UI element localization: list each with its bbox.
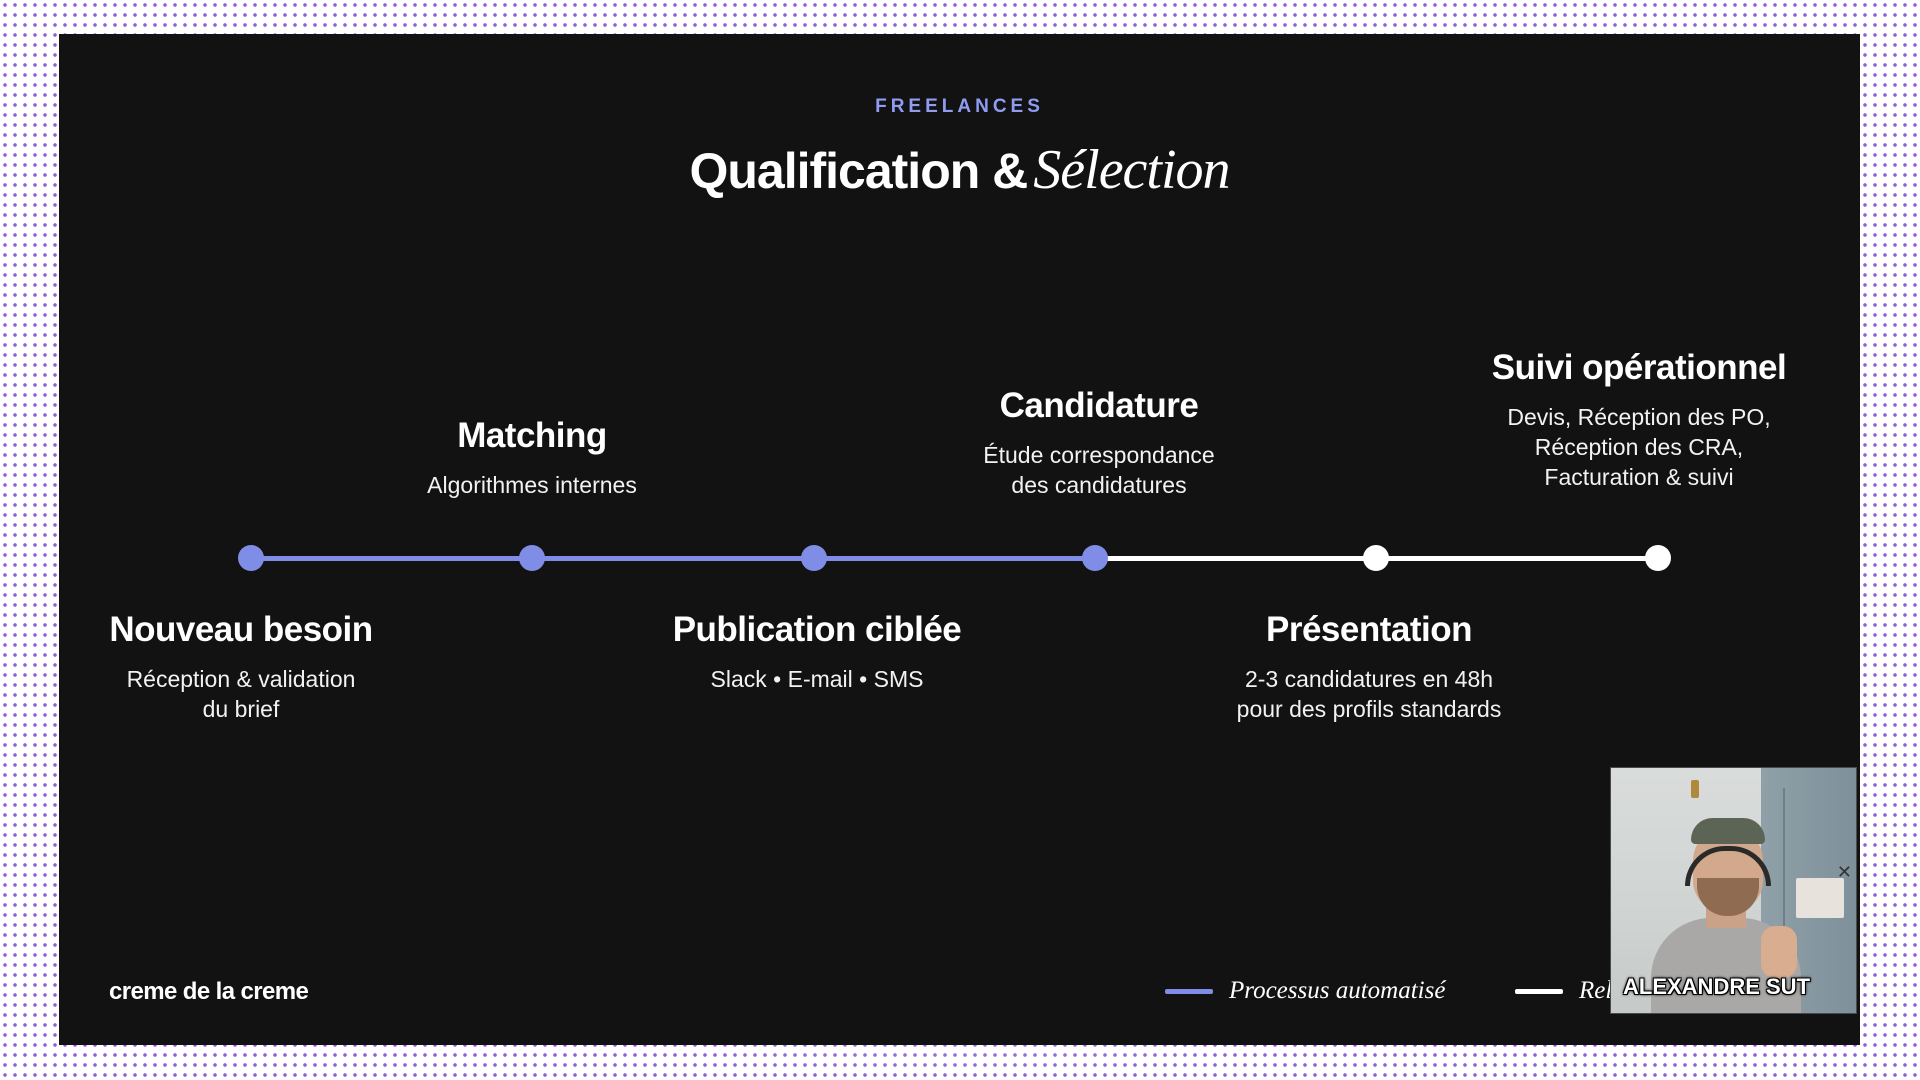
- step-description: Étude correspondance des candidatures: [983, 442, 1215, 498]
- webcam-name-label: ALEXANDRE SUT: [1623, 974, 1811, 999]
- timeline-node-2: [519, 545, 545, 571]
- brand-logo: creme de la creme: [109, 978, 309, 1005]
- legend-manual-swatch: [1515, 988, 1563, 994]
- step-description: Slack • E-mail • SMS: [710, 666, 924, 692]
- slide-eyebrow: FREELANCES: [875, 96, 1044, 117]
- presentation-slide: FREELANCES Qualification &Sélection Nouv…: [59, 34, 1860, 1045]
- legend-automated-label: Processus automatisé: [1229, 977, 1446, 1004]
- webcam-overlay[interactable]: ✕ ALEXANDRE SUT: [1610, 767, 1857, 1014]
- webcam-lamp: [1691, 780, 1699, 798]
- slide-title: Qualification &Sélection: [59, 138, 1860, 202]
- close-icon[interactable]: ✕: [1836, 862, 1852, 883]
- step-description: Algorithmes internes: [427, 472, 637, 498]
- step-matching: Matching Algorithmes internes: [382, 416, 682, 500]
- slide-title-main: Qualification &: [689, 143, 1028, 199]
- step-label: Présentation: [1266, 610, 1473, 649]
- step-label: Suivi opérationnel: [1491, 348, 1787, 387]
- step-label: Publication ciblée: [672, 610, 962, 649]
- timeline-node-4: [1082, 545, 1108, 571]
- step-description: Devis, Réception des PO, Réception des C…: [1507, 404, 1771, 490]
- step-presentation: Présentation 2-3 candidatures en 48h pou…: [1189, 610, 1549, 724]
- step-suivi-operationnel: Suivi opérationnel Devis, Réception des …: [1459, 348, 1819, 492]
- webcam-cabinet-line: [1783, 788, 1785, 938]
- legend-manual-label: Rel: [1579, 977, 1613, 1004]
- timeline-node-5: [1363, 545, 1389, 571]
- step-description: Réception & validation du brief: [126, 666, 356, 722]
- webcam-shelf: [1796, 878, 1844, 918]
- timeline-node-6: [1645, 545, 1671, 571]
- slide-title-italic: Sélection: [1033, 139, 1230, 201]
- step-publication-ciblee: Publication ciblée Slack • E-mail • SMS: [627, 610, 1007, 694]
- webcam-person-cap: [1691, 818, 1765, 844]
- legend-manual: Rel: [1515, 974, 1612, 1008]
- step-label: Candidature: [999, 386, 1199, 425]
- bottom-band: [0, 1077, 1920, 1080]
- timeline-automated-segment: [251, 556, 1095, 561]
- legend-automated-swatch: [1165, 988, 1213, 994]
- step-label: Matching: [457, 416, 607, 455]
- legend-automated: Processus automatisé: [1165, 974, 1445, 1008]
- webcam-person-hand: [1761, 926, 1797, 978]
- timeline-node-1: [238, 545, 264, 571]
- timeline-node-3: [801, 545, 827, 571]
- step-label: Nouveau besoin: [109, 610, 373, 649]
- step-description: 2-3 candidatures en 48h pour des profils…: [1236, 666, 1502, 722]
- step-nouveau-besoin: Nouveau besoin Réception & validation du…: [91, 610, 391, 724]
- step-candidature: Candidature Étude correspondance des can…: [939, 386, 1259, 500]
